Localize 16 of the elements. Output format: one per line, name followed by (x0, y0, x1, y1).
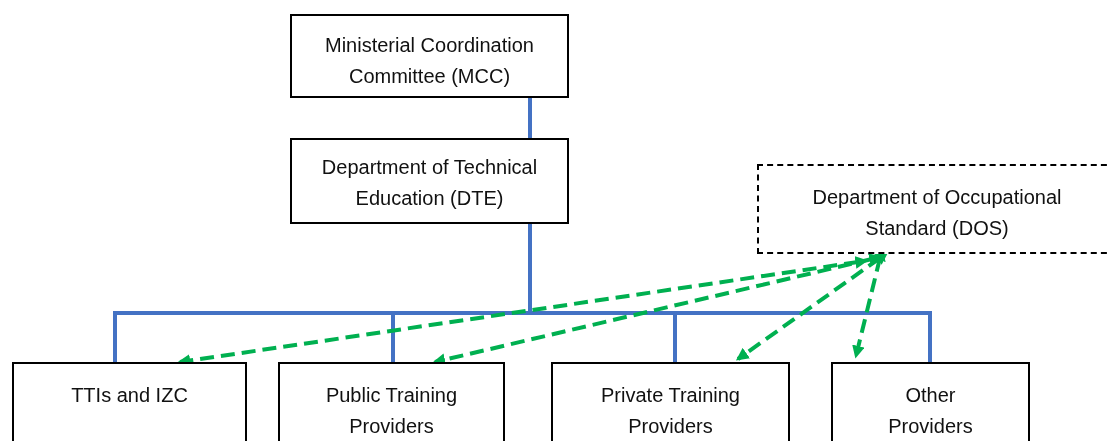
dashed-arrow (735, 252, 889, 361)
box-label: Department of Occupational Standard (DOS) (811, 185, 1063, 241)
org-box (12, 362, 247, 441)
org-box (290, 14, 569, 98)
box-label: TTIs and IZC (71, 383, 188, 408)
box-label: Public Training Providers (324, 383, 459, 439)
org-box (551, 362, 790, 441)
box-label: Ministerial Coordination Committee (MCC) (324, 33, 535, 89)
org-box (757, 164, 1107, 254)
org-box (831, 362, 1030, 441)
box-label: Department of Technical Education (DTE) (320, 155, 539, 211)
org-box (290, 138, 569, 224)
box-label: Private Training Providers (600, 383, 741, 439)
box-label: Other Providers (887, 383, 974, 439)
connector-line (528, 98, 532, 138)
org-box (278, 362, 505, 441)
